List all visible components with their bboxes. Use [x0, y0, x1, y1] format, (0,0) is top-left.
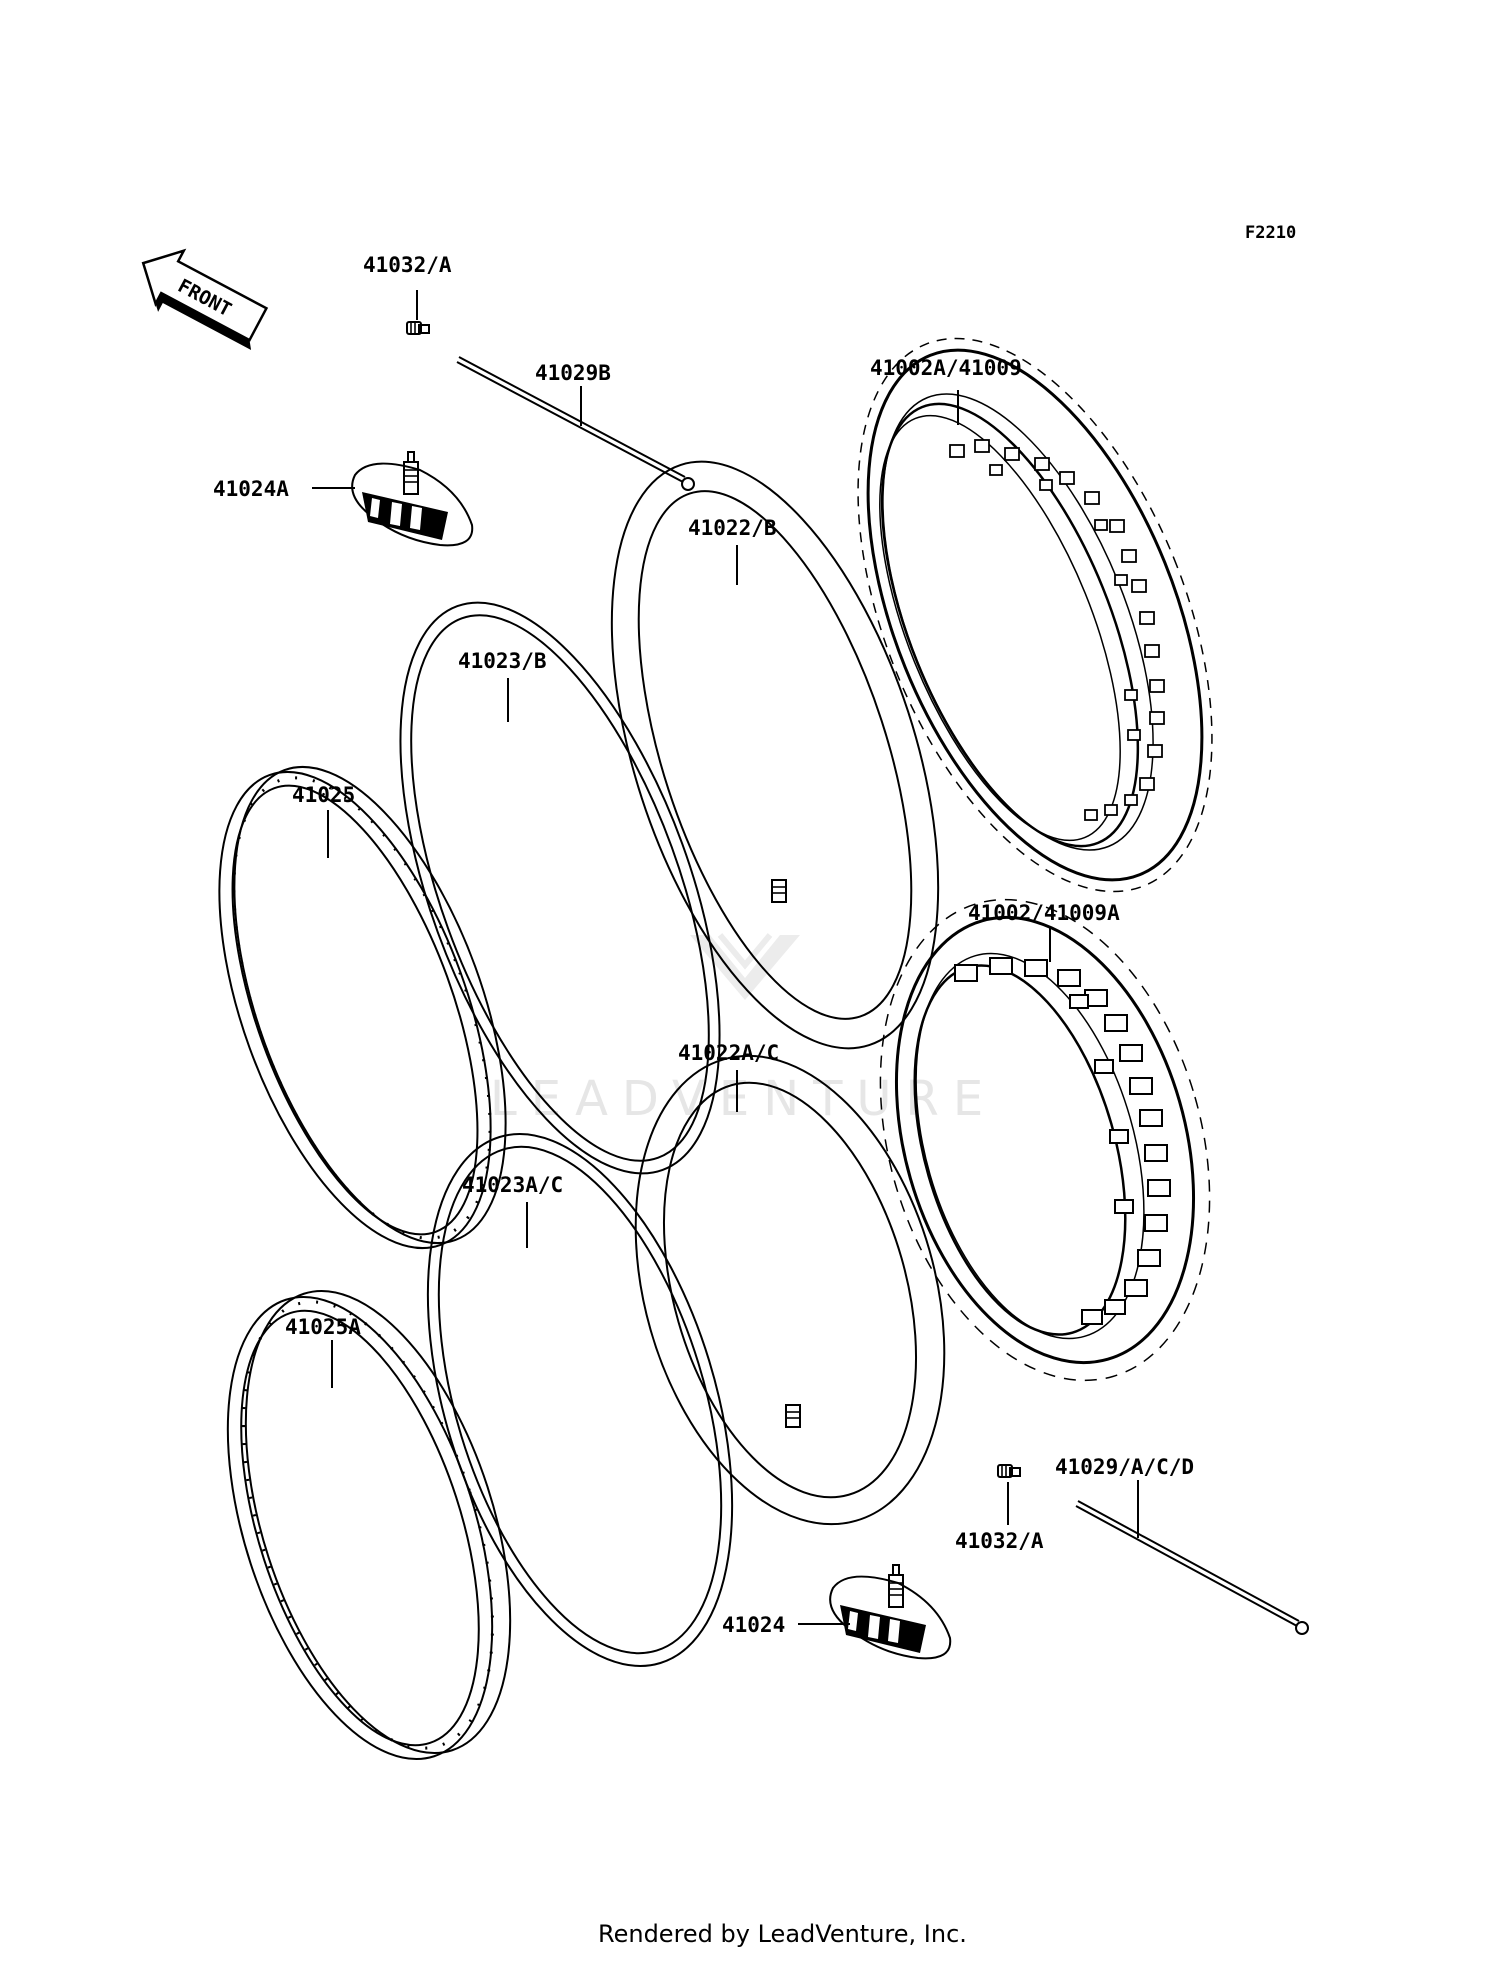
spoke-top: 41029B [456, 356, 695, 491]
front-arrow-icon: FRONT [141, 248, 269, 350]
watermark-text: LEADVENTURE [490, 1071, 997, 1127]
label-rim-strip-bottom: 41023A/C [462, 1173, 563, 1197]
label-valve-core-bottom: 41032/A [955, 1529, 1044, 1553]
tire-bottom: 41002/41009A [879, 898, 1211, 1382]
figure-code: F2210 [1245, 223, 1296, 243]
label-tube-top: 41022/B [688, 516, 777, 540]
label-spoke-bottom: 41029/A/C/D [1055, 1455, 1194, 1479]
label-rim-lock-top: 41024A [213, 477, 289, 501]
label-rim-lock-bottom: 41024 [722, 1613, 785, 1637]
footer-credit: Rendered by LeadVenture, Inc. [598, 1920, 967, 1948]
rim-strip-bottom: 41023A/C [426, 1133, 734, 1667]
rim-strip-top: 41023/B [399, 601, 721, 1175]
label-tire-top: 41002A/41009 [870, 356, 1022, 380]
label-tire-bottom: 41002/41009A [968, 901, 1120, 925]
rim-lock-top: 41024A [213, 451, 474, 547]
rim-top: 41025 [218, 765, 507, 1250]
label-spoke-top: 41029B [535, 361, 611, 385]
label-rim-top: 41025 [292, 783, 355, 807]
tube-bottom: 41022A/C [634, 1041, 946, 1526]
valve-core-bottom: 41032/A [955, 1464, 1044, 1553]
label-rim-strip-top: 41023/B [458, 649, 547, 673]
tire-top: 41002A/41009 [857, 337, 1213, 893]
label-valve-core-top: 41032/A [363, 253, 452, 277]
rim-bottom: 41025A [226, 1289, 512, 1761]
tube-top: 41022/B [610, 460, 940, 1050]
label-tube-bottom: 41022A/C [678, 1041, 779, 1065]
rim-lock-bottom: 41024 [722, 1564, 952, 1660]
valve-core-top: 41032/A [363, 253, 452, 335]
label-rim-bottom: 41025A [285, 1315, 361, 1339]
spoke-bottom: 41029/A/C/D [1055, 1455, 1309, 1635]
